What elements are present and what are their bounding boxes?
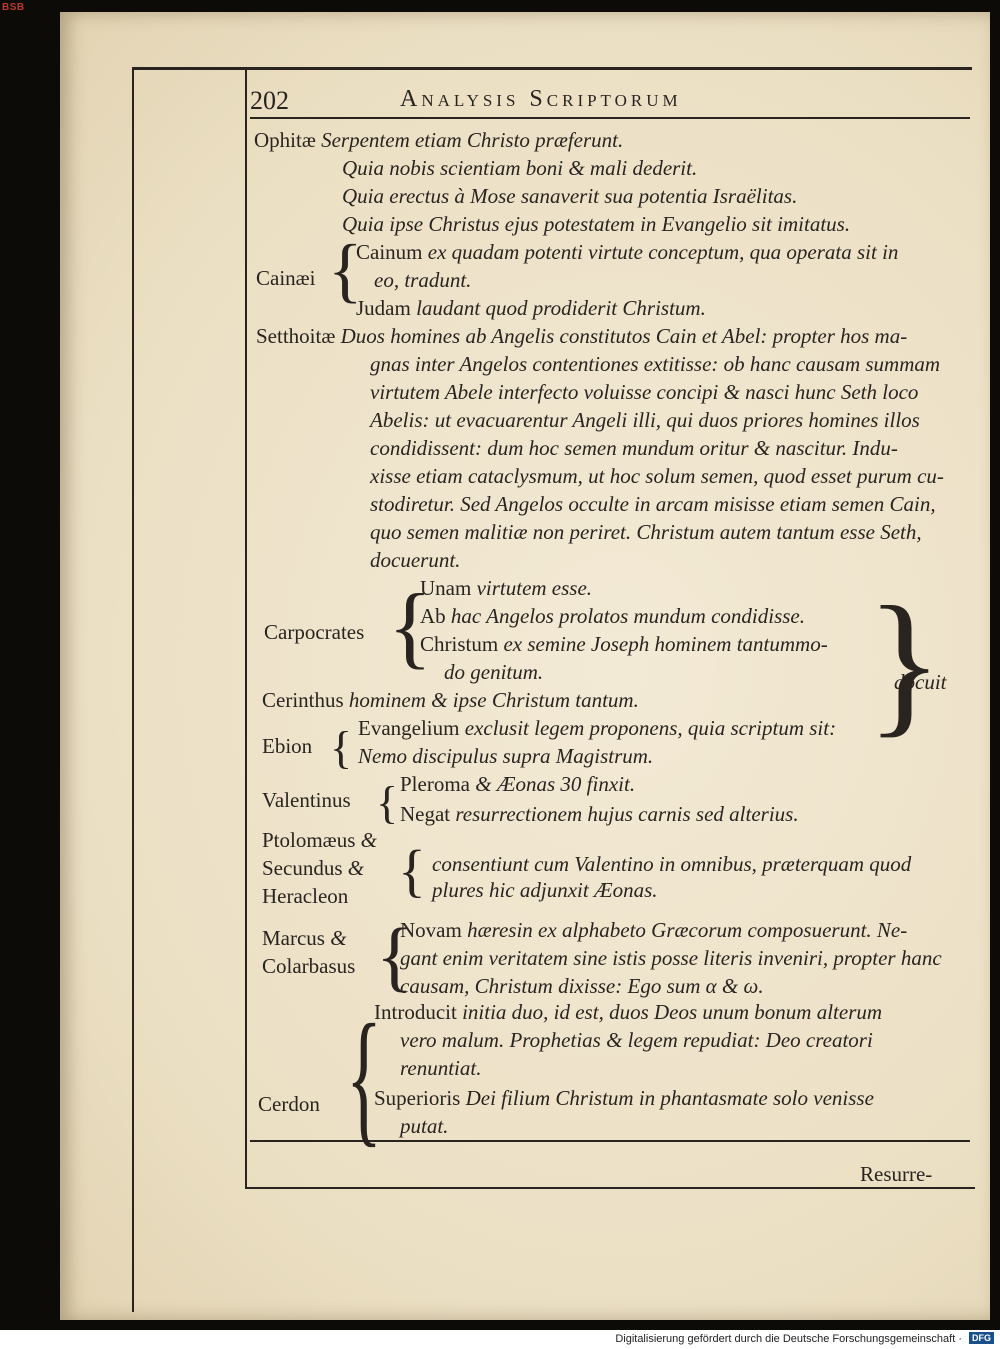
brace-docuit: } [866,573,943,751]
line: stodiretur. Sed Angelos occulte in arcam… [370,492,936,516]
brace-marcus: { [376,912,414,999]
brace-carpocrates: { [388,575,433,677]
line: Cerdon [258,1092,320,1116]
line: Quia erectus à Mose sanaverit sua potent… [342,184,798,208]
footer-rule [245,1187,975,1189]
left-outer-rule [132,67,134,1312]
line: Negat resurrectionem hujus carnis sed al… [400,802,799,826]
line: Heracleon [262,884,349,908]
line: Secundus & [262,856,365,880]
line: Ptolomæus & [262,828,377,852]
line: Carpocrates [264,620,365,644]
line: Marcus & [262,926,347,950]
brace-valentinus: { [376,777,399,828]
line: Quia nobis scientiam boni & mali dederit… [342,156,698,180]
line: Cerinthus hominem & ipse Christum tantum… [262,688,639,712]
line: Judam laudant quod prodiderit Christum. [356,296,706,320]
line: renuntiat. [400,1056,482,1080]
line: putat. [400,1114,449,1138]
footer-bar: Digitalisierung gefördert durch die Deut… [0,1330,1000,1349]
line: gnas inter Angelos contentiones extitiss… [370,352,941,376]
line: Abelis: ut evacuarentur Angeli illi, qui… [370,408,920,432]
line: Cainæi [256,266,316,290]
line: Ab hac Angelos prolatos mundum condidiss… [420,604,805,628]
bottom-rule [250,1140,970,1142]
brace-ebion: { [330,722,353,773]
line: consentiunt cum Valentino in omnibus, pr… [432,852,912,876]
line: Valentinus [262,788,351,812]
line: docuerunt. [370,548,461,572]
line: virtutem Abele interfecto voluisse conci… [370,380,919,404]
line: causam, Christum dixisse: Ego sum α & ω. [400,974,764,998]
line: Christum ex semine Joseph hominem tantum… [420,632,828,656]
line: gant enim veritatem sine istis posse lit… [400,946,942,970]
line: Cainum ex quadam potenti virtute concept… [356,240,899,264]
catchword: Resurre- [860,1162,933,1186]
line: Setthoitæ Duos homines ab Angelis consti… [256,324,908,348]
line: Unam virtutem esse. [420,576,593,600]
line: Evangelium exclusit legem proponens, qui… [358,716,837,740]
dfg-logo: DFG [969,1332,994,1344]
brace-ptolomaeus: { [398,838,426,903]
line: condidissent: dum hoc semen mundum oritu… [370,436,898,460]
line: docuit [894,670,947,694]
line: Ophitæ Serpentem etiam Christo præferunt… [254,128,624,152]
top-rule [132,67,972,70]
line: xisse etiam cataclysmum, ut hoc solum se… [370,464,944,488]
line: Nemo discipulus supra Magistrum. [358,744,654,768]
bsb-logo: BSB [2,2,25,13]
brace-cainaei: { [328,230,363,310]
line: quo semen malitiæ non periret. Christum … [370,520,922,544]
page-number: 202 [250,86,289,115]
line: Quia ipse Christus ejus potestatem in Ev… [342,212,851,236]
line: Colarbasus [262,954,356,978]
line: vero malum. Prophetias & legem repudiat:… [400,1028,873,1052]
line: eo, tradunt. [374,268,472,292]
left-inner-rule [245,67,247,1187]
line: do genitum. [444,660,544,684]
line: Novam hæresin ex alphabeto Græcorum comp… [400,918,908,942]
running-title: Analysis Scriptorum [400,86,682,112]
book-page: 202 Analysis Scriptorum { { } { { { { { … [60,12,990,1320]
line: plures hic adjunxit Æonas. [432,878,658,902]
funding-credit: Digitalisierung gefördert durch die Deut… [615,1333,962,1345]
brace-cerdon: { [346,994,382,1160]
header-rule [250,117,970,119]
line: Introducit initia duo, id est, duos Deos… [374,1000,883,1024]
line: Superioris Dei filium Christum in phanta… [374,1086,874,1110]
line: Ebion [262,734,313,758]
line: Pleroma & Æonas 30 finxit. [400,772,636,796]
